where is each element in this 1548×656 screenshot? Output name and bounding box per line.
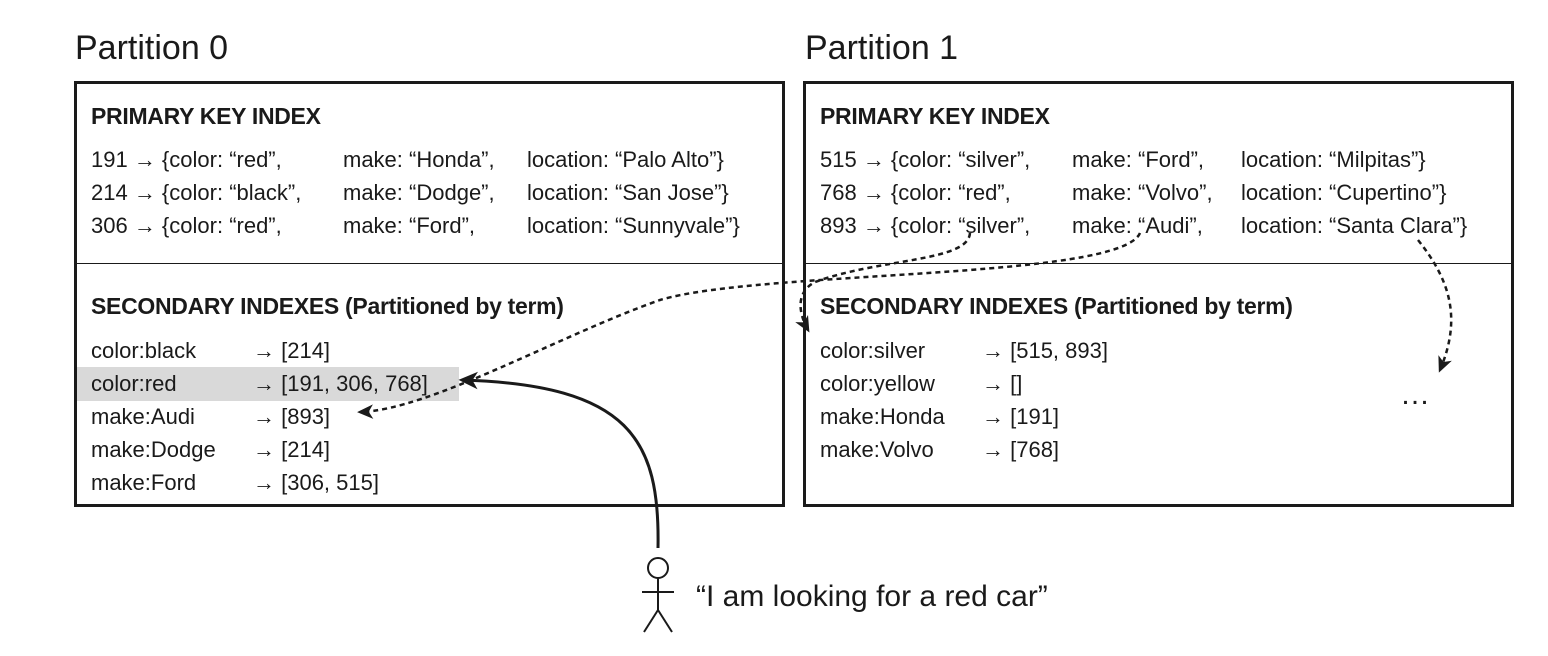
location-term-arrow: [1417, 239, 1453, 373]
primary-row-key: 306 → {color: “red”,: [91, 213, 282, 238]
query-arrow: [458, 371, 660, 549]
secondary-row-term: color:yellow: [820, 371, 935, 396]
secondary-row-ids: → []: [982, 371, 1023, 396]
secondary-row-term: make:Audi: [91, 404, 195, 429]
secondary-row-ids: → [306, 515]: [253, 470, 379, 495]
user-query-quote: “I am looking for a red car”: [696, 580, 1048, 613]
primary-row-make: make: “Ford”,: [1072, 147, 1205, 172]
primary-row-location: location: “San Jose”}: [527, 180, 729, 205]
secondary-row-term: color:black: [91, 338, 197, 363]
secondary-row-term: make:Honda: [820, 404, 945, 429]
person-icon: [642, 557, 674, 633]
secondary-indexes-heading: SECONDARY INDEXES (Partitioned by term): [820, 293, 1293, 319]
primary-row-key: 768 → {color: “red”,: [820, 180, 1011, 205]
secondary-row-term: make:Dodge: [91, 437, 216, 462]
secondary-row-term: color:silver: [820, 338, 926, 363]
secondary-row-ids: → [191]: [982, 404, 1060, 429]
secondary-row-ids: → [893]: [253, 404, 331, 429]
partition-0-title: Partition 0: [75, 29, 229, 67]
audi-term-arrow: [357, 232, 1142, 419]
secondary-row-ids: → [214]: [253, 437, 331, 462]
partition-1-box: PRIMARY KEY INDEX 515 → {color: “silver”…: [803, 81, 1514, 507]
highlighted-term-background: [77, 367, 459, 401]
primary-row-location: location: “Santa Clara”}: [1241, 213, 1468, 238]
primary-row-key: 893 → {color: “silver”,: [820, 213, 1031, 238]
primary-row-key: 515 → {color: “silver”,: [820, 147, 1031, 172]
primary-row-location: location: “Cupertino”}: [1241, 180, 1447, 205]
primary-row-key: 214 → {color: “black”,: [91, 180, 302, 205]
secondary-row-ids: → [768]: [982, 437, 1060, 462]
primary-key-index-heading: PRIMARY KEY INDEX: [91, 103, 321, 129]
secondary-row-term: color:red: [91, 371, 177, 396]
secondary-row-ids: → [214]: [253, 338, 331, 363]
silver-term-arrow: [795, 232, 972, 333]
primary-key-index-heading: PRIMARY KEY INDEX: [820, 103, 1050, 129]
more-entries-ellipsis: …: [1400, 378, 1432, 411]
primary-row-make: make: “Honda”,: [343, 147, 495, 172]
partition-0-box: PRIMARY KEY INDEX 191 → {color: “red”, m…: [74, 81, 785, 507]
secondary-row-term: make:Ford: [91, 470, 197, 495]
primary-row-location: location: “Milpitas”}: [1241, 147, 1426, 172]
primary-row-make: make: “Ford”,: [343, 213, 476, 238]
primary-row-location: location: “Sunnyvale”}: [527, 213, 740, 238]
primary-row-make: make: “Audi”,: [1072, 213, 1203, 238]
primary-row-make: make: “Volvo”,: [1072, 180, 1213, 205]
primary-row-key: 191 → {color: “red”,: [91, 147, 282, 172]
secondary-row-ids: → [515, 893]: [982, 338, 1108, 363]
secondary-indexes-heading: SECONDARY INDEXES (Partitioned by term): [91, 293, 564, 319]
partition-1-title: Partition 1: [805, 29, 959, 67]
primary-row-location: location: “Palo Alto”}: [527, 147, 724, 172]
primary-row-make: make: “Dodge”,: [343, 180, 495, 205]
secondary-row-ids: → [191, 306, 768]: [253, 371, 428, 396]
section-divider: [77, 263, 782, 264]
section-divider: [806, 263, 1511, 264]
secondary-row-term: make:Volvo: [820, 437, 934, 462]
